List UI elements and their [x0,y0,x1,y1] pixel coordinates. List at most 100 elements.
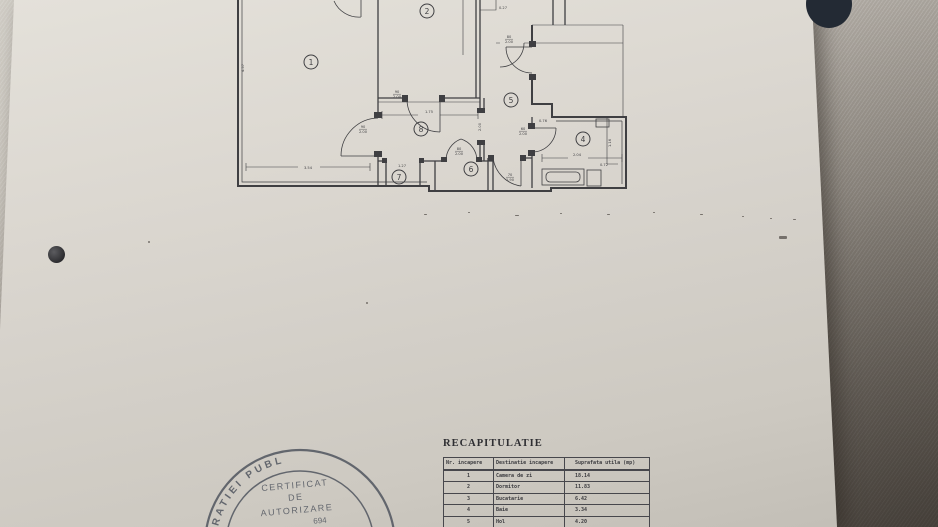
recap-cell: 11.83 [564,481,650,494]
bathroom-fixtures [541,118,610,187]
recap-cell: 3.34 [564,504,650,517]
svg-text:2.00: 2.00 [519,132,528,136]
dust-speck [770,218,772,219]
recap-cell: Dormitor [493,481,565,494]
dimension-label: 1.27 [398,164,406,168]
recap-cell: 6.42 [564,492,650,505]
recap-cell: 5 [443,515,494,527]
svg-text:90: 90 [395,90,400,94]
recap-header-row: Nr. incapere Destinatie incapere Suprafa… [443,457,650,471]
svg-text:2.00: 2.00 [359,130,368,134]
room-number-circle [303,54,319,70]
dust-speck [468,212,470,213]
svg-text:90: 90 [361,125,366,129]
dust-speck [653,212,655,213]
stamp-line2: DE [288,492,304,503]
dust-speck [607,214,610,215]
dimension-label: 902.00 [393,90,402,99]
dimension-label: 2.04 [573,153,582,157]
dust-speck [742,216,744,217]
room-number: 8 [419,125,424,134]
dust-speck [515,215,519,216]
recap-cell: 1 [443,469,494,482]
dimension-label: 0.27 [499,6,507,10]
room-number-circle [463,161,479,177]
stamp-line1: CERTIFICAT [261,477,329,493]
recap-cell: Camera de zi [493,469,565,482]
room-number: 7 [397,173,402,182]
dust-speck [148,241,150,243]
svg-text:70: 70 [508,173,513,177]
recap-header-sup: Suprafata utila (mp) [564,457,650,471]
room-number-circle [391,169,407,185]
plan-outer-walls [237,0,627,192]
recap-title: RECAPITULATIE [443,438,543,449]
dust-speck [366,302,368,304]
dimension-label: 802.00 [505,35,514,44]
svg-text:2.04: 2.04 [573,153,582,157]
recap-cell: Baie [493,504,565,517]
dimension-label: 0.72 [600,163,608,167]
svg-text:3.54: 3.54 [304,166,313,170]
dust-speck [793,219,796,220]
room-number: 6 [469,165,474,174]
dust-speck [700,214,703,215]
svg-text:1.27: 1.27 [398,164,406,168]
svg-text:80: 80 [507,35,512,39]
dimension-label: 602.00 [519,127,528,136]
dimension-label: 3.54 [304,166,313,170]
svg-text:1.16: 1.16 [608,138,612,147]
room-number: 1 [309,58,314,67]
room-number: 4 [581,135,586,144]
dimension-label: 902.00 [359,125,368,134]
dust-speck [560,213,562,214]
svg-text:1.75: 1.75 [425,110,433,114]
recap-cell: 4.20 [564,515,650,527]
dimension-label: 0.76 [539,119,548,123]
dimension-label: 701.90 [506,173,515,182]
dimension-label: 1.16 [608,138,612,147]
svg-text:4.57: 4.57 [241,64,245,72]
room-number-circle [575,131,591,147]
door-jambs [374,41,536,163]
recap-cell: 2 [443,481,494,494]
room-number: 5 [509,96,514,105]
dust-speck [779,236,787,239]
svg-text:2.00: 2.00 [393,95,402,99]
plan-thin-lines [245,0,624,171]
svg-text:2.00: 2.00 [478,122,482,131]
svg-text:0.76: 0.76 [539,119,548,123]
recap-header-nr: Nr. incapere [443,457,494,471]
dimension-label: 802.00 [455,147,464,156]
recap-cell: 18.14 [564,469,650,482]
recap-cell: 4 [443,504,494,517]
svg-text:60: 60 [521,127,526,131]
room-number: 2 [425,7,430,16]
svg-text:1.90: 1.90 [506,178,515,182]
room-number-circle [413,121,429,137]
room-number-circle [419,3,435,19]
recap-cell: Hol [493,515,565,527]
stamp-rings [203,448,397,527]
punch-hole-dot [48,246,65,263]
recap-header-dest: Destinatie incapere [493,457,565,471]
stamp-number: 694 [313,516,328,526]
dimension-label: 4.57 [241,64,245,72]
recap-cell: Bucatarie [493,492,565,505]
svg-text:0.72: 0.72 [600,163,608,167]
dimension-label: 1.75 [425,110,433,114]
dimension-label: 2.00 [478,122,482,131]
svg-text:2.00: 2.00 [455,152,464,156]
certification-stamp: TERUL ADMINISTRATIEI PUBL CERTIFICAT DE … [190,432,397,527]
